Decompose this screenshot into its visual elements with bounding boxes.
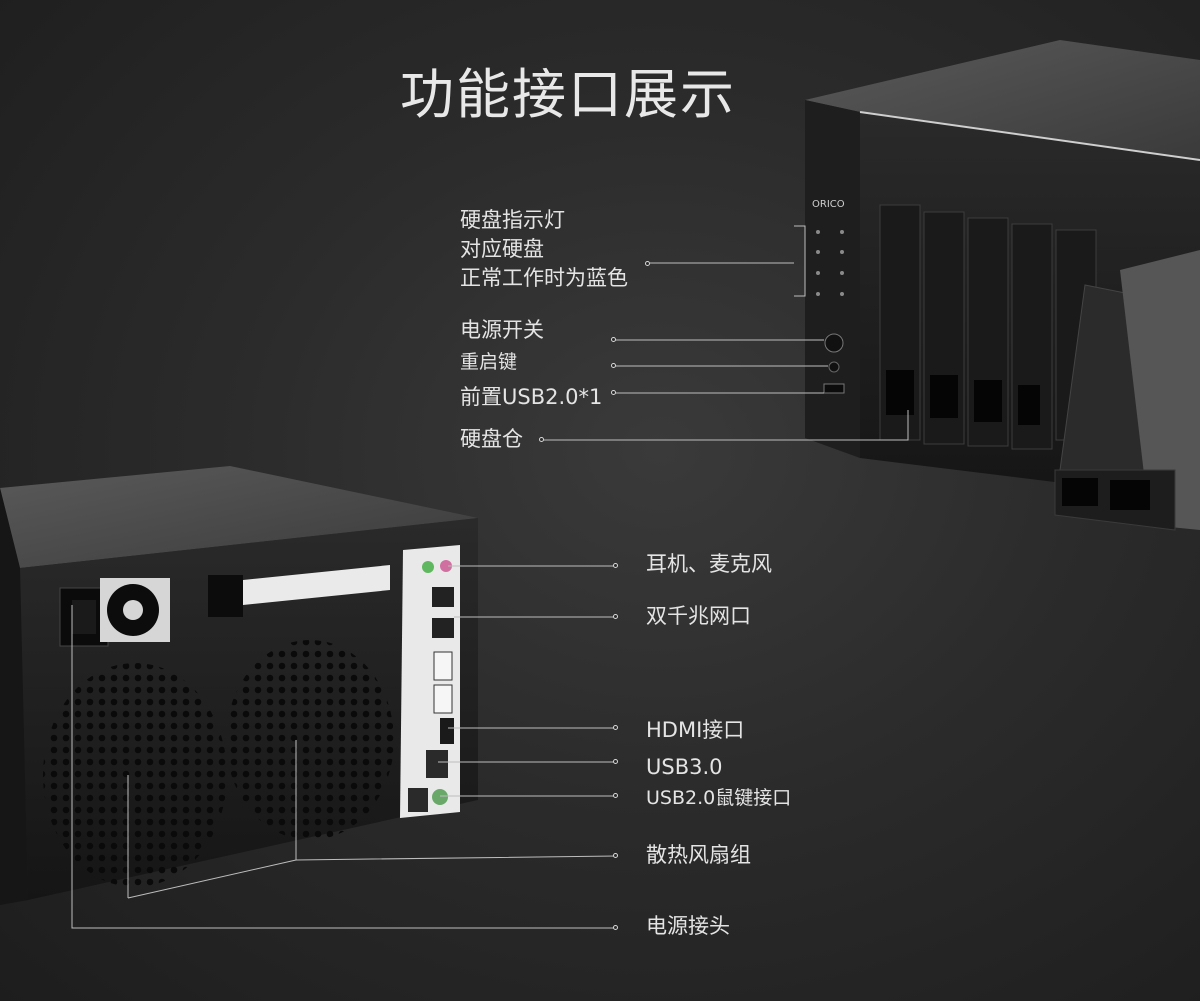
label-hdmi: HDMI接口 — [646, 718, 745, 742]
callout-dot — [611, 337, 616, 342]
brand-logo: ORICO — [812, 199, 845, 210]
callout-dot — [613, 793, 618, 798]
callout-dot — [613, 725, 618, 730]
label-front-usb: 前置USB2.0*1 — [460, 385, 603, 409]
callout-dot — [611, 363, 616, 368]
label-lan: 双千兆网口 — [646, 604, 751, 628]
label-reset-key: 重启键 — [460, 351, 518, 373]
callout-dot — [613, 925, 618, 930]
callout-dot — [611, 390, 616, 395]
callout-dot — [645, 261, 650, 266]
callout-dot — [613, 759, 618, 764]
nas-rear-view — [0, 466, 478, 905]
label-usb2-ps2: USB2.0鼠键接口 — [646, 787, 792, 809]
callout-dot — [613, 614, 618, 619]
label-power-connector: 电源接头 — [646, 914, 730, 938]
nas-front-view: ORICO — [805, 40, 1200, 531]
label-usb3: USB3.0 — [646, 755, 723, 779]
label-indicator-line1: 硬盘指示灯 — [460, 208, 565, 232]
label-fans: 散热风扇组 — [646, 843, 751, 867]
callout-dot — [613, 563, 618, 568]
label-power-switch: 电源开关 — [460, 318, 544, 342]
page-title: 功能接口展示 — [400, 63, 736, 126]
label-indicator-line2: 对应硬盘 — [460, 237, 544, 261]
label-drive-bay: 硬盘仓 — [460, 427, 523, 451]
callout-dot — [613, 853, 618, 858]
callout-dot — [539, 437, 544, 442]
label-audio: 耳机、麦克风 — [646, 552, 772, 576]
label-indicator-line3: 正常工作时为蓝色 — [460, 266, 628, 290]
callout-lines — [71, 225, 909, 929]
